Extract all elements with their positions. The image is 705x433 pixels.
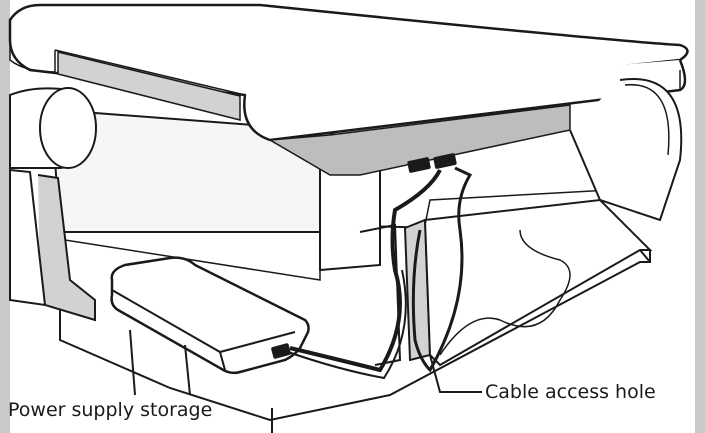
chair-arm	[9, 87, 97, 322]
cable-access-hole-label: Cable access hole	[485, 381, 656, 403]
power-supply-brick	[110, 256, 310, 375]
callout-leaders	[129, 329, 482, 433]
desk-top	[8, 3, 689, 222]
power-supply-storage-label: Power supply storage	[8, 399, 213, 421]
